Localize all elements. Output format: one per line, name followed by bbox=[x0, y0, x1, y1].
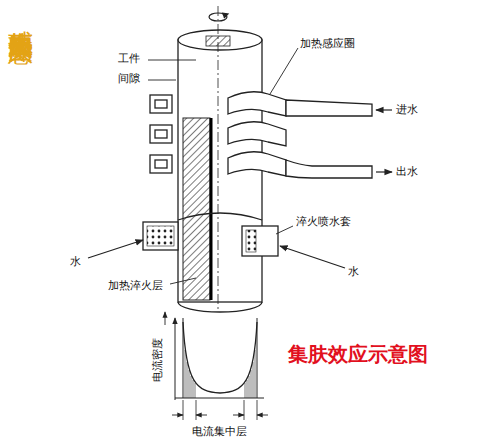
axis-label: 电流密度 bbox=[152, 338, 164, 382]
flow-label: 水 bbox=[70, 256, 81, 268]
part-label: 工件 bbox=[118, 53, 140, 65]
coil-section bbox=[150, 95, 172, 173]
skin-effect-chart bbox=[165, 312, 268, 420]
part-label: 加热淬火层 bbox=[108, 280, 163, 292]
flow-label: 进水 bbox=[396, 104, 418, 116]
center-line bbox=[218, 6, 219, 312]
part-label: 加热感应圈 bbox=[300, 38, 355, 50]
flow-label: 出水 bbox=[396, 166, 418, 178]
dimension-label: 电流集中层 bbox=[192, 426, 247, 438]
induction-coil bbox=[228, 92, 372, 178]
hardened-layer bbox=[183, 118, 211, 300]
vertical-title: 感应加热表面淬火示意图 bbox=[8, 10, 33, 21]
leader-lines bbox=[148, 48, 298, 284]
part-label: 间隙 bbox=[118, 73, 140, 85]
flow-arrow bbox=[376, 171, 392, 172]
water-arrow bbox=[88, 240, 143, 258]
water-arrow bbox=[280, 246, 345, 268]
rotation-arrow bbox=[209, 13, 228, 21]
flow-label: 水 bbox=[348, 266, 359, 278]
part-label: 淬火喷水套 bbox=[296, 216, 351, 228]
workpiece bbox=[178, 30, 262, 312]
chart-caption: 集肤效应示意图 bbox=[288, 343, 428, 365]
flow-arrow bbox=[376, 109, 392, 110]
spray-jacket bbox=[143, 213, 278, 256]
